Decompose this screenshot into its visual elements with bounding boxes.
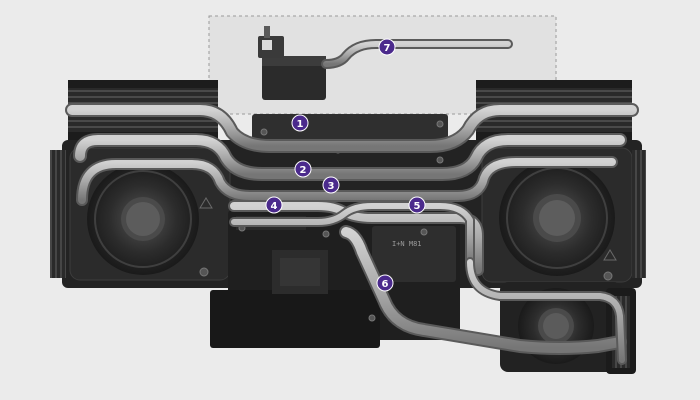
callout-label: 2 bbox=[300, 165, 307, 176]
callout-label: 1 bbox=[297, 119, 304, 130]
callout-label: 7 bbox=[384, 43, 391, 54]
callout-badge bbox=[322, 176, 340, 194]
warning-triangle-right bbox=[603, 249, 617, 261]
callout-1: 1 bbox=[291, 114, 309, 132]
callout-label: 6 bbox=[382, 279, 389, 290]
board-marking: I+N M81 bbox=[392, 240, 422, 248]
callout-badge bbox=[376, 274, 394, 292]
callout-badge bbox=[378, 38, 396, 56]
lower-board: I+N M81 bbox=[210, 210, 460, 348]
callout-3: 3 bbox=[322, 176, 340, 194]
callout-4: 4 bbox=[265, 196, 283, 214]
right-fan bbox=[499, 160, 615, 276]
exploded-component bbox=[258, 26, 513, 100]
heat-pipes bbox=[65, 103, 639, 365]
callout-5: 5 bbox=[408, 196, 426, 214]
callout-6: 6 bbox=[376, 274, 394, 292]
callout-badge bbox=[408, 196, 426, 214]
callout-label: 4 bbox=[271, 201, 278, 212]
callout-badge bbox=[294, 160, 312, 178]
callout-label: 3 bbox=[328, 181, 335, 192]
screws bbox=[199, 120, 613, 322]
callout-7: 7 bbox=[378, 38, 396, 56]
callout-badge bbox=[265, 196, 283, 214]
warning-triangle-left bbox=[199, 197, 213, 209]
callout-badge bbox=[291, 114, 309, 132]
callout-label: 5 bbox=[414, 201, 421, 212]
left-fan bbox=[87, 163, 199, 275]
callout-2: 2 bbox=[294, 160, 312, 178]
